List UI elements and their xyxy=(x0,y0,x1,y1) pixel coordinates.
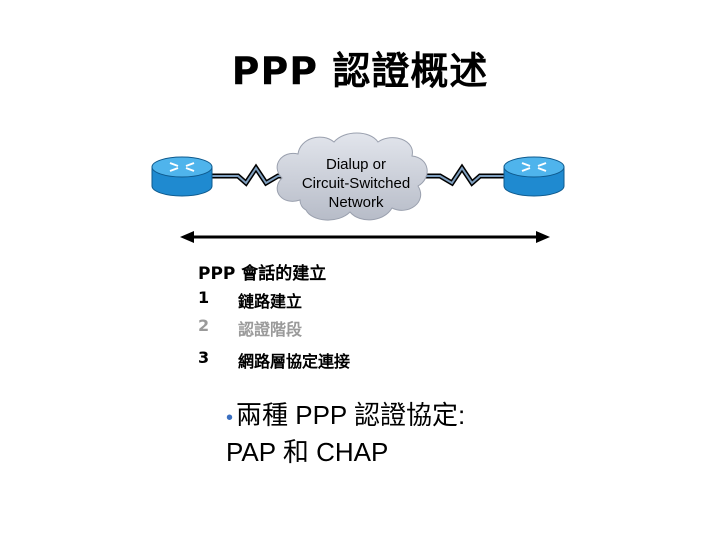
step-number: 3 xyxy=(198,348,210,367)
router-icon-right xyxy=(503,156,565,197)
session-steps: PPP 會話的建立 1 鏈路建立 2 認證階段 3 網路層協定連接 xyxy=(198,262,350,371)
step-number: 1 xyxy=(198,288,210,307)
step-label: 鏈路建立 xyxy=(238,292,303,311)
router-icon-left xyxy=(151,156,213,197)
step-label: 認證階段 xyxy=(238,320,303,339)
bullet-point: •兩種 PPP 認證協定: PAP 和 CHAP xyxy=(226,398,686,469)
cloud-label: Dialup or Circuit-Switched Network xyxy=(286,155,426,212)
step-label: 網路層協定連接 xyxy=(238,352,351,371)
steps-heading: PPP 會話的建立 xyxy=(198,264,327,284)
bullet-text-1: 兩種 PPP 認證協定: xyxy=(236,400,466,430)
step-number: 2 xyxy=(198,316,210,335)
network-diagram xyxy=(151,132,565,243)
cloud-label-line3: Network xyxy=(328,194,384,211)
page-title: PPP 認證概述 xyxy=(231,49,489,93)
serial-link-left xyxy=(212,163,298,187)
bullet-line1: •兩種 PPP 認證協定: xyxy=(226,398,686,435)
bullet-dot-icon: • xyxy=(226,407,234,429)
serial-link-right xyxy=(420,163,506,187)
cloud-label-line2: Circuit-Switched xyxy=(301,175,411,192)
cloud-label-line1: Dialup or xyxy=(325,156,387,173)
session-arrow xyxy=(180,231,550,243)
cloud-icon xyxy=(276,132,428,221)
bullet-text-2: PAP 和 CHAP xyxy=(226,437,389,467)
